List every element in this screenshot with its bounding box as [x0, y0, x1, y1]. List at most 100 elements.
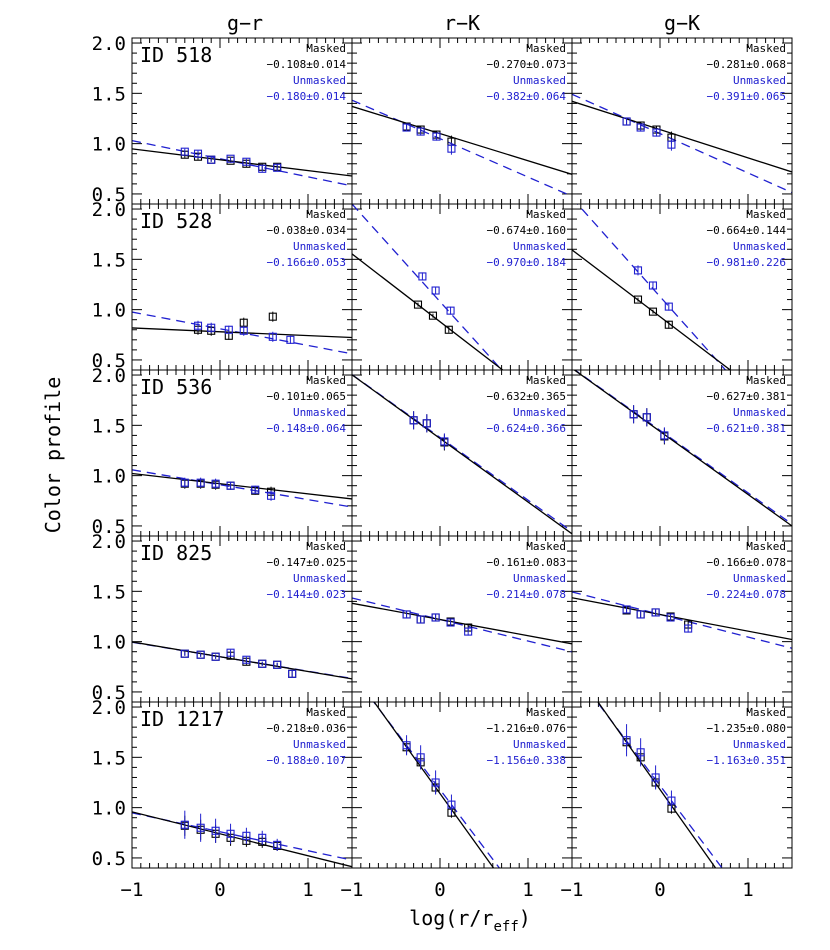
unmasked-point [226, 829, 235, 838]
unmasked-point [193, 149, 203, 158]
unmasked-point [667, 140, 676, 149]
galaxy-id-label: ID 1217 [140, 707, 224, 731]
unmasked-point [416, 127, 425, 136]
y-tick-label: 1.5 [92, 249, 126, 271]
unmasked-point [196, 478, 205, 487]
unmasked-point [622, 736, 631, 745]
unmasked-point [622, 605, 631, 614]
masked-slope-value: −0.627±0.381 [707, 390, 786, 403]
unmasked-point [224, 325, 233, 334]
unmasked-slope-value: −0.391±0.065 [707, 90, 786, 103]
unmasked-slope-value: −1.156±0.338 [487, 754, 566, 767]
masked-slope-value: −1.235±0.080 [707, 722, 786, 735]
unmasked-point [207, 323, 216, 332]
legend-masked-label: Masked [526, 540, 566, 553]
masked-slope-value: −0.166±0.078 [707, 556, 786, 569]
legend-masked-label: Masked [746, 540, 786, 553]
legend-masked-label: Masked [746, 706, 786, 719]
unmasked-point [446, 618, 455, 627]
unmasked-point [207, 155, 216, 164]
legend-unmasked-label: Unmasked [513, 74, 566, 87]
x-axis-label-close: ) [519, 906, 531, 930]
unmasked-point [447, 800, 456, 809]
unmasked-slope-value: −0.970±0.184 [487, 256, 567, 269]
unmasked-point [196, 823, 205, 832]
unmasked-point [226, 481, 235, 490]
column-title-0: g−r [227, 11, 263, 35]
legend-unmasked-label: Unmasked [293, 738, 346, 751]
legend-unmasked-label: Unmasked [733, 74, 786, 87]
masked-slope-value: −1.216±0.076 [487, 722, 566, 735]
x-tick-label: −1 [561, 879, 584, 901]
panel-content [352, 597, 572, 653]
fit-line-masked [352, 602, 572, 645]
legend-masked-label: Masked [306, 374, 346, 387]
panel-content [132, 139, 352, 187]
y-tick-label: 2.0 [92, 33, 126, 55]
fit-line-unmasked [132, 139, 352, 187]
y-axis-label: Color profile [41, 377, 65, 534]
legend-unmasked-label: Unmasked [733, 738, 786, 751]
unmasked-point [416, 615, 425, 624]
unmasked-point [431, 613, 440, 622]
x-tick-label: 1 [302, 879, 313, 901]
unmasked-slope-value: −0.382±0.064 [487, 90, 567, 103]
legend-masked-label: Masked [526, 706, 566, 719]
x-tick-label: 1 [522, 879, 533, 901]
masked-slope-value: −0.101±0.065 [267, 390, 346, 403]
legend-masked-label: Masked [306, 208, 346, 221]
unmasked-point [633, 266, 643, 275]
unmasked-point [268, 332, 277, 341]
panel-content [572, 93, 792, 194]
unmasked-point [684, 624, 693, 633]
fit-line-masked [132, 641, 352, 680]
y-tick-label: 1.0 [92, 300, 126, 322]
y-tick-label: 1.5 [92, 415, 126, 437]
unmasked-point [258, 659, 267, 668]
column-title-1: r−K [444, 11, 480, 35]
fit-line-unmasked [352, 99, 572, 197]
panel-content [132, 810, 352, 868]
galaxy-id-label: ID 825 [140, 541, 212, 565]
unmasked-point [180, 820, 189, 829]
legend-unmasked-label: Unmasked [293, 74, 346, 87]
masked-point [648, 307, 658, 316]
fit-line-unmasked [352, 597, 572, 653]
legend-unmasked-label: Unmasked [733, 572, 786, 585]
legend-masked-label: Masked [306, 706, 346, 719]
y-tick-label: 0.5 [92, 516, 126, 538]
legend-unmasked-label: Unmasked [293, 406, 346, 419]
unmasked-point [651, 773, 660, 782]
unmasked-point [464, 627, 473, 636]
panel-content [572, 204, 732, 370]
unmasked-point [447, 144, 456, 153]
fit-line-unmasked [572, 93, 792, 194]
x-tick-label: 0 [434, 879, 445, 901]
unmasked-point [636, 748, 645, 757]
unmasked-point [664, 302, 673, 311]
unmasked-point [629, 410, 638, 419]
masked-slope-value: −0.270±0.073 [487, 58, 566, 71]
panel-0-0: Masked−0.108±0.014Unmasked−0.180±0.014ID… [92, 33, 353, 206]
legend-unmasked-label: Unmasked [733, 406, 786, 419]
ticks [351, 702, 573, 868]
unmasked-slope-value: −0.621±0.381 [707, 422, 786, 435]
fit-line-masked [572, 249, 732, 370]
y-tick-label: 0.5 [92, 184, 126, 206]
legend-unmasked-label: Unmasked [513, 738, 566, 751]
masked-slope-value: −0.281±0.068 [707, 58, 786, 71]
unmasked-point [180, 147, 189, 156]
legend-unmasked-label: Unmasked [293, 240, 346, 253]
unmasked-point [666, 613, 675, 622]
masked-point [428, 311, 438, 320]
unmasked-point [432, 132, 441, 141]
unmasked-slope-value: −0.180±0.014 [267, 90, 347, 103]
unmasked-slope-value: −0.224±0.078 [707, 588, 786, 601]
unmasked-point [431, 286, 440, 295]
unmasked-point [242, 831, 251, 840]
fit-line-masked [132, 327, 352, 339]
y-tick-label: 0.5 [92, 682, 126, 704]
